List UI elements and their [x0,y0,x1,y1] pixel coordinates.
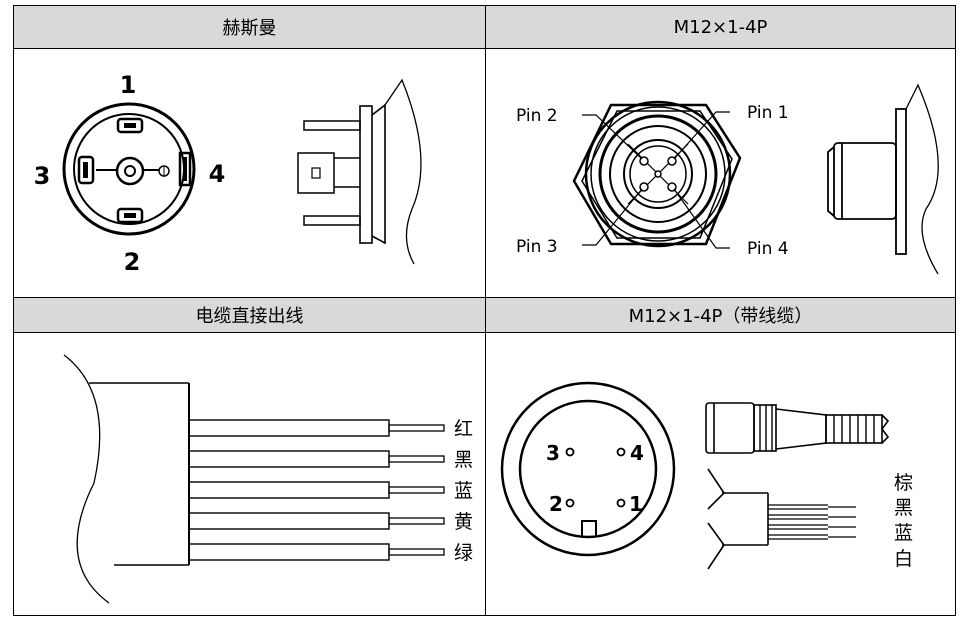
m12-cable-face [500,381,676,557]
hirschmann-diagram: 1 2 3 4 [34,71,422,276]
cable-wire-color-label: 黄 [454,511,473,533]
hirschmann-pin4-number: 4 [209,160,226,188]
m12-diagram: Pin 2 Pin 1 Pin 3 Pin 4 [516,83,939,275]
m12-center-dot [654,170,662,178]
m12-cable-pin4-dot [616,447,626,457]
hirschmann-side-view [297,78,422,265]
m12-cable-pin4-number: 4 [630,441,644,465]
header-m12: M12×1-4P [486,6,955,48]
m12-side-view [827,83,939,275]
cable-wire: 红 [188,418,473,440]
m12-cable-wire [768,534,856,540]
row-divider [14,48,955,49]
m12-pin1-label: Pin 1 [747,103,789,123]
cable-wire: 黑 [188,449,473,471]
hirschmann-inner-ring [73,113,185,225]
header-hirschmann: 赫斯曼 [14,6,485,48]
m12-cable-wire [768,504,856,510]
header-m12-label: M12×1-4P [673,16,768,38]
hirschmann-pin1-contact [124,123,136,128]
m12-cable-connector-side [705,402,890,454]
row-divider [14,332,955,333]
m12-cable-pin1-number: 1 [629,492,643,516]
header-m12-cable: M12×1-4P（带线缆） [486,298,955,332]
hirschmann-pin4-contact [183,157,187,181]
hirschmann-pin2-contact [124,213,136,218]
hirschmann-pin1-number: 1 [120,71,137,99]
connector-table: 赫斯曼 M12×1-4P 电缆直接出线 M12×1-4P（带线缆） 1 2 3 [13,5,956,616]
cable-wire-color-label: 绿 [454,542,473,564]
m12-cable-wire-color-label: 黑 [894,497,913,519]
m12-cable-diagram: 3 4 2 1 [500,381,913,570]
m12-cable-wire-color-label: 棕 [894,472,913,494]
column-divider [485,6,486,615]
header-cable-label: 电缆直接出线 [195,306,304,327]
m12-pin2-label: Pin 2 [516,106,558,126]
cable-wire: 蓝 [188,480,473,502]
m12-cable-pin3-number: 3 [546,441,560,465]
hirschmann-pin3-number: 3 [34,162,51,190]
ground-icon [158,165,170,177]
cable-wire: 黄 [188,511,473,533]
m12-cable-broken-jacket [707,468,769,570]
m12-cable-wire-color-label: 蓝 [894,522,913,544]
hirschmann-pin4-slot [178,151,192,187]
header-cable: 电缆直接出线 [14,298,485,332]
m12-cable-pin1-dot [616,498,626,508]
hirschmann-outer-ring [62,102,196,236]
hirschmann-pin2-number: 2 [124,248,141,276]
cable-wire-color-label: 红 [454,418,473,440]
m12-cable-pin2-dot [565,498,575,508]
m12-pin3-label: Pin 3 [516,237,558,257]
row-divider [14,297,955,298]
header-hirschmann-label: 赫斯曼 [222,18,277,39]
cable-body [63,354,190,604]
m12-cable-wire-color-label: 白 [894,548,913,570]
m12-pin4-label: Pin 4 [747,239,789,259]
hirschmann-pin1-slot [116,117,144,134]
header-m12-cable-label: M12×1-4P（带线缆） [628,306,813,327]
cable-wire: 绿 [188,542,473,564]
cable-wire-color-label: 黑 [454,449,473,471]
hirschmann-pin3-slot [77,155,95,185]
cable-wire-color-label: 蓝 [454,480,473,502]
m12-cable-pin2-number: 2 [549,492,563,516]
m12-cable-wire [768,524,856,530]
m12-cable-pin3-dot [565,447,575,457]
hirschmann-pin3-contact [83,162,88,178]
m12-cable-wire [768,514,856,520]
hirschmann-center-ring [115,156,145,186]
hirschmann-pin2-slot [116,207,144,224]
hirschmann-center-pin [124,165,136,177]
